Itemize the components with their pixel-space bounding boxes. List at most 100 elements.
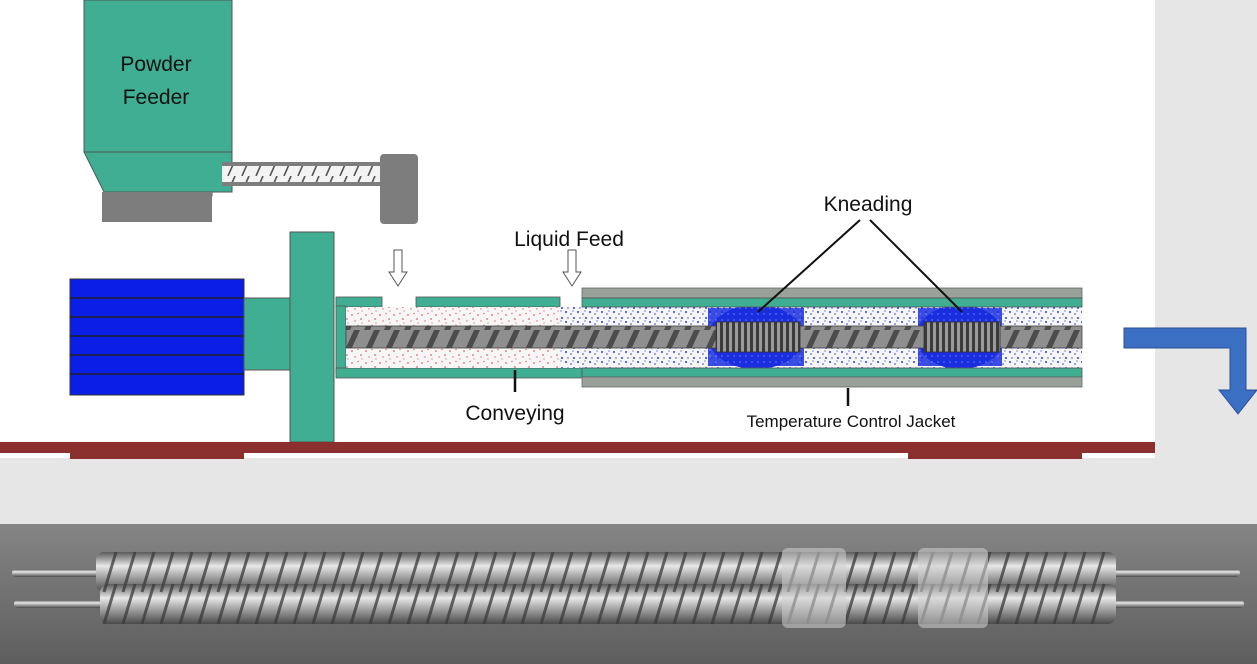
screw-flight-line (843, 551, 859, 593)
screw-flight-line (691, 583, 707, 625)
screw-flight-line (710, 551, 726, 593)
conveying-label: Conveying (465, 402, 564, 425)
kneading-block-1 (715, 321, 801, 353)
screw-flight-line (558, 551, 574, 593)
screw-flight-line (482, 583, 498, 625)
screw-flight-line (425, 583, 441, 625)
hopper-outlet (102, 192, 212, 222)
screw-flight-line (767, 583, 783, 625)
twin-screw-photo (0, 524, 1257, 664)
screw-flight-line (102, 583, 118, 625)
screw-flight-line (520, 551, 536, 593)
kneading-block-2 (923, 321, 1001, 353)
screw-flight-line (1052, 583, 1068, 625)
screw-flight-line (634, 583, 650, 625)
screw-flight-line (387, 583, 403, 625)
powder-feeder-label-line2: Feeder (123, 86, 190, 109)
liquid-feed-label: Liquid Feed (514, 228, 624, 251)
screw-flight-line (1071, 583, 1087, 625)
feeder-screw (222, 154, 418, 224)
screw-flight-line (653, 551, 669, 593)
screw-flight-line (577, 551, 593, 593)
screw-flight-line (862, 583, 878, 625)
screw-flight-line (159, 583, 175, 625)
screw-flight-line (444, 583, 460, 625)
screw-flight-line (729, 551, 745, 593)
screw-flight-line (729, 583, 745, 625)
screw-flight-line (273, 551, 289, 593)
flow-arrow-icon (1123, 327, 1257, 415)
screw-flight-line (311, 551, 327, 593)
screw-flight-line (273, 583, 289, 625)
screw-flight-line (862, 551, 878, 593)
base-rail (0, 442, 1155, 453)
screw-flight-line (596, 583, 612, 625)
screw-flight-line (748, 551, 764, 593)
screw-flight-line (102, 551, 118, 593)
screw-flight-line (539, 583, 555, 625)
screw-flight-line (121, 583, 137, 625)
screw-flight-line (368, 583, 384, 625)
screw-flight-line (596, 551, 612, 593)
screw-flight-line (1014, 583, 1030, 625)
kneading-label: Kneading (824, 193, 913, 216)
screw-flight-line (615, 551, 631, 593)
screw-flight-line (349, 583, 365, 625)
screw-flight-line (672, 551, 688, 593)
screw-flight-line (995, 583, 1011, 625)
screw-flight-line (292, 583, 308, 625)
screw-flight-line (881, 583, 897, 625)
screw-flight-line (558, 583, 574, 625)
screw-flight-line (1014, 551, 1030, 593)
screw-flight-line (482, 551, 498, 593)
screw-flight-line (1071, 551, 1087, 593)
screw-flight-line (216, 583, 232, 625)
screw-flight-line (1033, 583, 1049, 625)
screw-flight-line (501, 551, 517, 593)
support-column (289, 231, 335, 443)
screw-flight-line (311, 583, 327, 625)
screw-flight-line (121, 551, 137, 593)
screw-flight-line (463, 551, 479, 593)
temperature-control-jacket (581, 287, 1083, 388)
screw-flight-line (1090, 551, 1106, 593)
screw-flight-line (767, 551, 783, 593)
screw-shaft (345, 321, 1083, 353)
screw-flight-line (178, 583, 194, 625)
screw-flight-line (900, 583, 916, 625)
screw-flight-line (330, 583, 346, 625)
screw-flight-line (539, 551, 555, 593)
screw-flight-line (292, 551, 308, 593)
screw-flight-line (653, 583, 669, 625)
powder-feeder-label-line1: Powder (120, 53, 191, 76)
screw-flight-line (235, 583, 251, 625)
screw-flight-line (235, 551, 251, 593)
screw-flight-line (197, 583, 213, 625)
screw-flight-line (368, 551, 384, 593)
coupling (243, 297, 291, 371)
screw-flight-line (444, 551, 460, 593)
screw-flight-line (672, 583, 688, 625)
screw-flight-line (900, 551, 916, 593)
barrel (335, 296, 583, 379)
screw-flight-line (1090, 583, 1106, 625)
screw-flight-line (843, 583, 859, 625)
screw-flight-line (425, 551, 441, 593)
screw-flight-line (615, 583, 631, 625)
screw-flight-line (349, 551, 365, 593)
screw-flight-line (995, 551, 1011, 593)
screw-flight-line (881, 551, 897, 593)
base-foot-right (908, 450, 1082, 459)
screw-flight-line (387, 551, 403, 593)
screw-flight-line (1052, 551, 1068, 593)
screw-flight-line (748, 583, 764, 625)
screw-flight-line (463, 583, 479, 625)
powder-feeder: Powder Feeder (83, 0, 233, 222)
screw-flight-line (710, 583, 726, 625)
screw-flight-line (254, 583, 270, 625)
kneading-pointer-1 (757, 219, 861, 313)
motor (69, 278, 245, 396)
screw-flight-line (159, 551, 175, 593)
screw-flight-line (634, 551, 650, 593)
